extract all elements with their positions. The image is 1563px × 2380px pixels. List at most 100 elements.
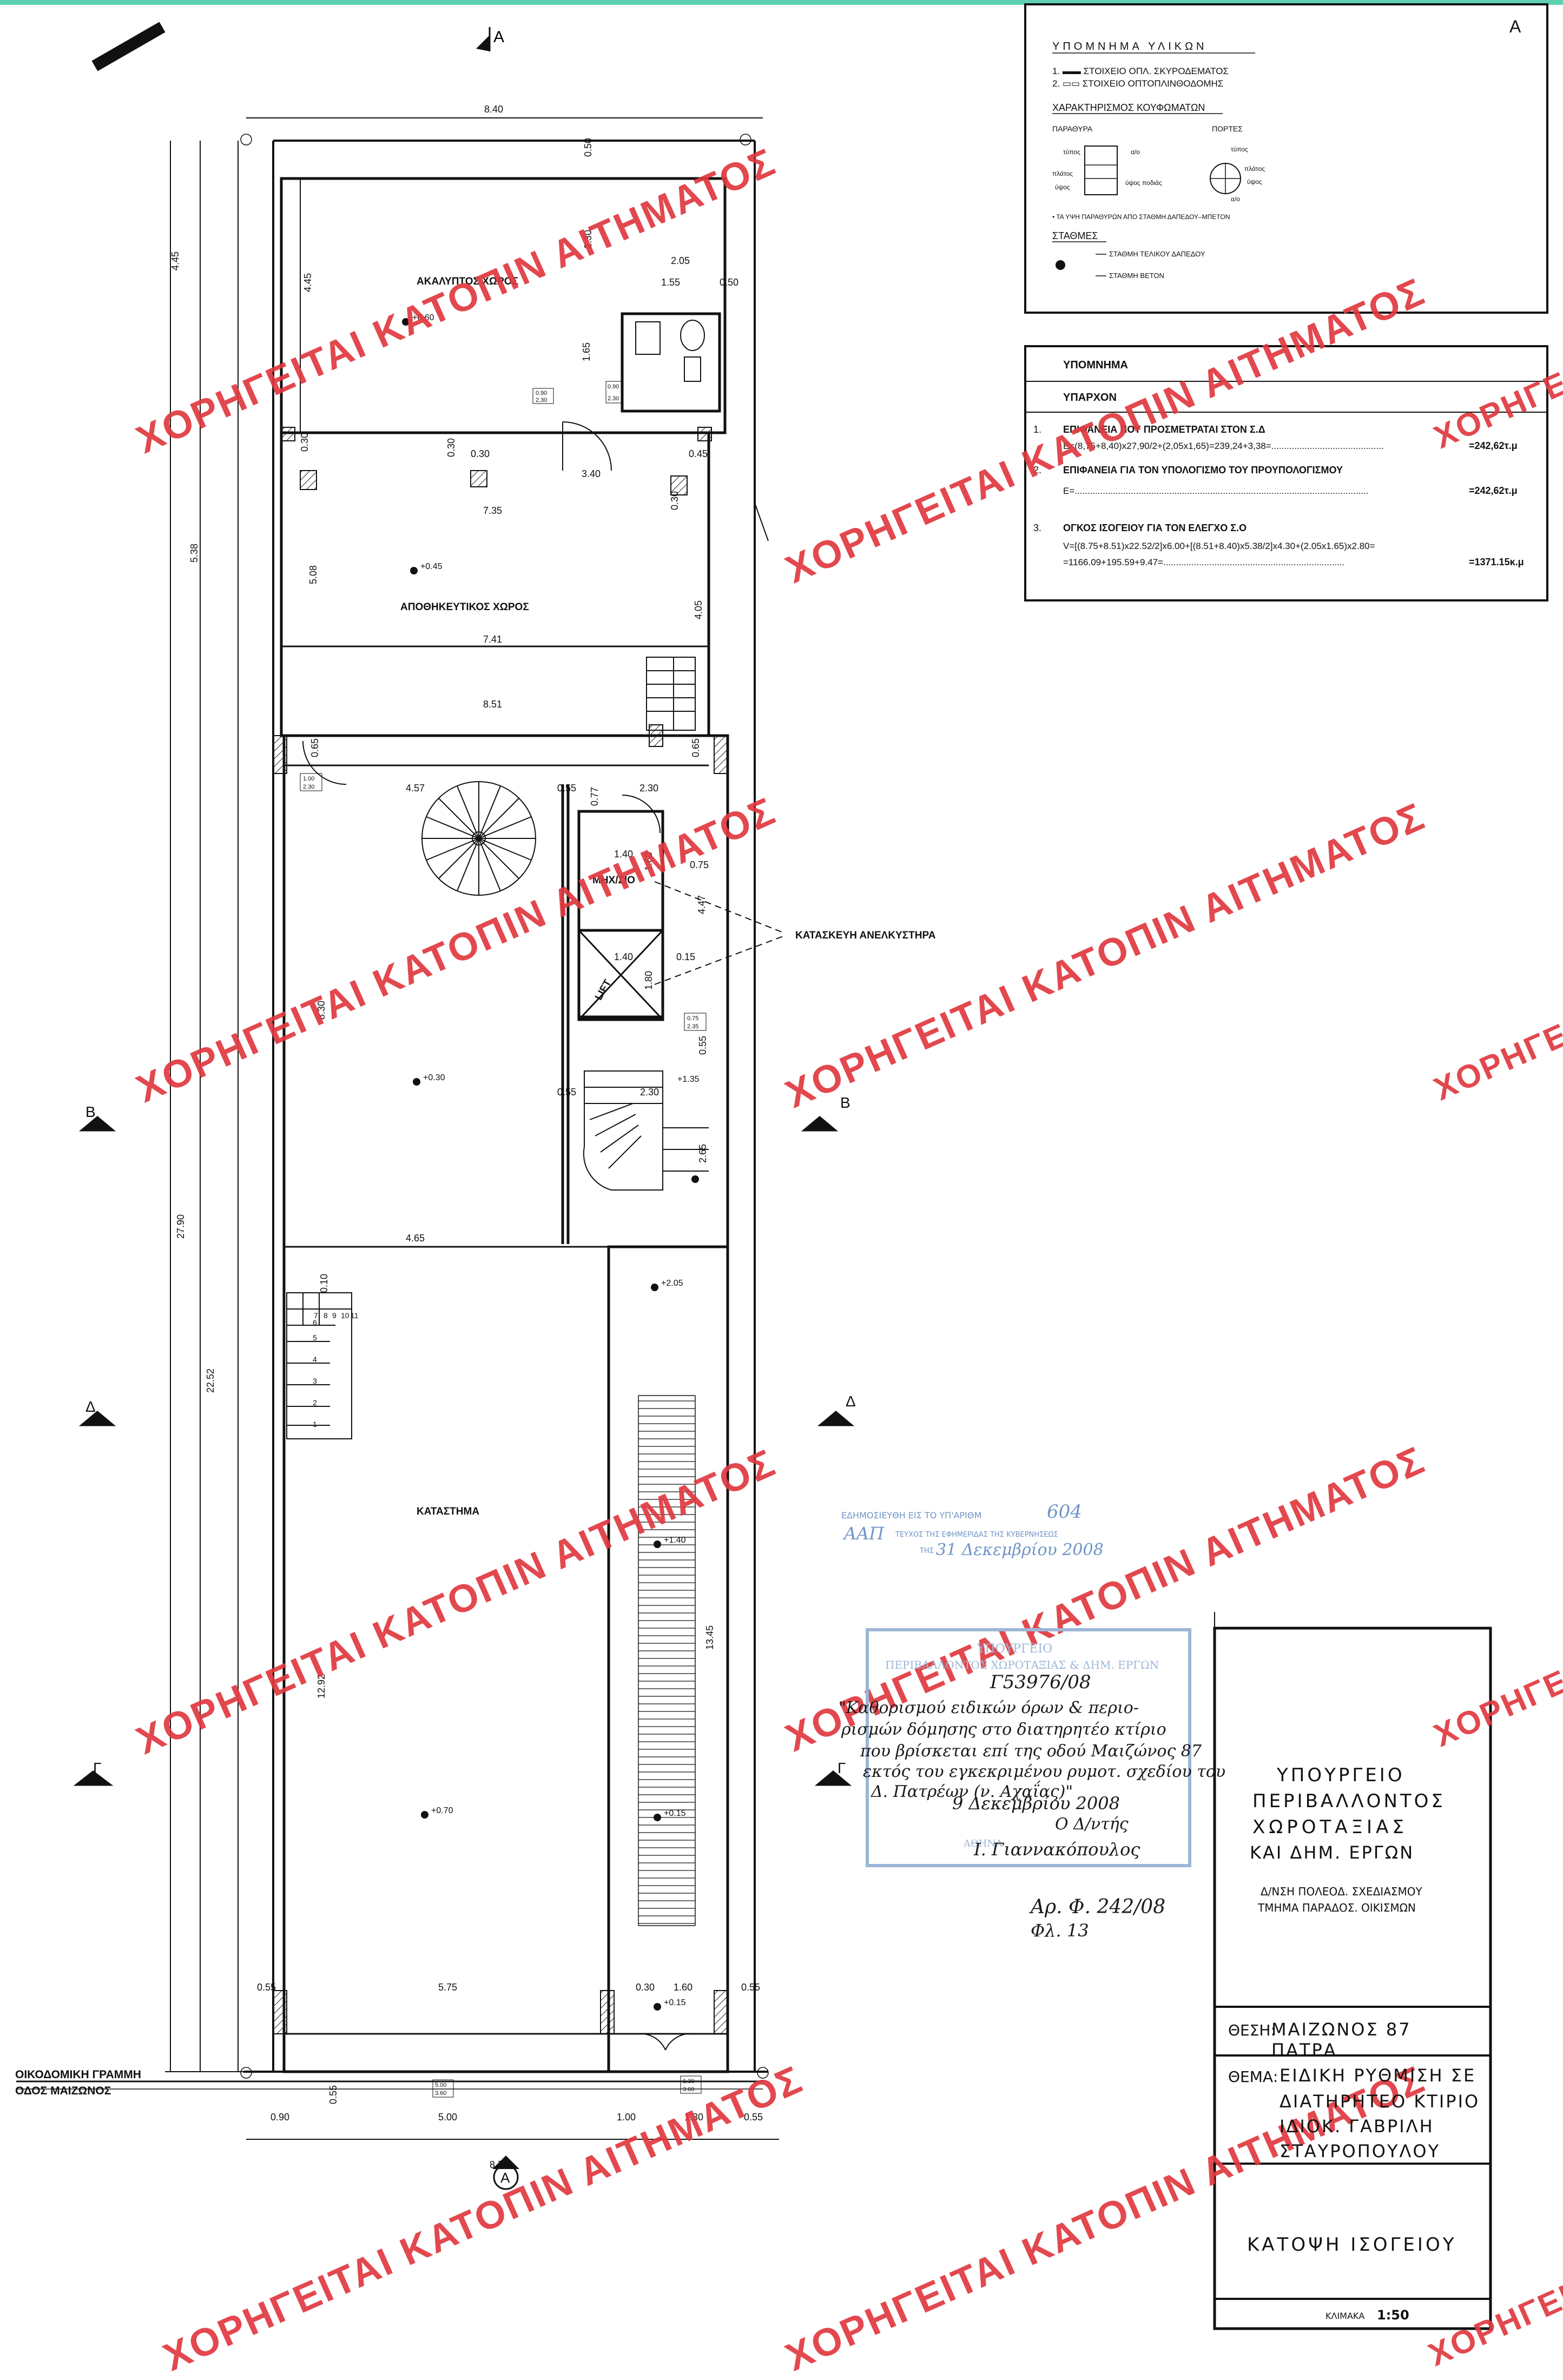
svg-text:Δ: Δ	[85, 1398, 96, 1415]
svg-text:1: 1	[313, 1420, 317, 1429]
svg-text:+0.70: +0.70	[431, 1806, 453, 1815]
handwritten-ref: Αρ. Φ. 242/08	[1031, 1896, 1166, 1918]
approval-ref: Γ53976/08	[990, 1671, 1091, 1693]
svg-text:1. ▬▬ ΣΤΟΙΧΕΙΟ ΟΠΛ. ΣΚΥΡΟΔΕΜΑΤ: 1. ▬▬ ΣΤΟΙΧΕΙΟ ΟΠΛ. ΣΚΥΡΟΔΕΜΑΤΟΣ	[1052, 66, 1229, 76]
svg-text:B: B	[85, 1103, 96, 1120]
svg-text:+0.30: +0.30	[423, 1073, 445, 1082]
svg-text:α/ο: α/ο	[1131, 148, 1140, 156]
svg-text:Ε=(8,75+8,40)x27,90/2+(2,05x1,: Ε=(8,75+8,40)x27,90/2+(2,05x1,65)=239,24…	[1063, 441, 1384, 451]
svg-text:0.45: 0.45	[689, 448, 708, 459]
svg-text:0.75: 0.75	[687, 1015, 698, 1022]
svg-text:+2.05: +2.05	[661, 1279, 683, 1288]
svg-text:0.75: 0.75	[690, 860, 709, 870]
svg-text:22.52: 22.52	[205, 1368, 216, 1393]
svg-text:A: A	[1509, 17, 1521, 36]
svg-text:3: 3	[313, 1377, 317, 1385]
svg-text:• ΤΑ ΥΨΗ ΠΑΡΑΘΥΡΩΝ ΑΠΟ ΣΤΑΘΜΗ: • ΤΑ ΥΨΗ ΠΑΡΑΘΥΡΩΝ ΑΠΟ ΣΤΑΘΜΗ ΔΑΠΕΔΟΥ–ΜΠ…	[1052, 213, 1230, 221]
svg-text:0.30: 0.30	[471, 448, 490, 459]
svg-text:ΠΟΡΤΕΣ: ΠΟΡΤΕΣ	[1212, 124, 1243, 133]
approval-date: 9 Δεκεμβρίου 2008	[952, 1793, 1120, 1814]
svg-text:ΥΠΑΡΧΟΝ: ΥΠΑΡΧΟΝ	[1063, 392, 1117, 404]
svg-text:πλάτος: πλάτος	[1244, 165, 1265, 173]
svg-text:1.00: 1.00	[303, 776, 314, 782]
svg-text:0.90: 0.90	[536, 390, 547, 396]
scan-top-edge	[0, 0, 1563, 5]
svg-text:2.05: 2.05	[671, 255, 690, 266]
materials-legend: A ΥΠΟΜΝΗΜΑ ΥΛΙΚΩΝ 1. ▬▬ ΣΤΟΙΧΕΙΟ ΟΠΛ. ΣΚ…	[1024, 3, 1548, 314]
drawing-title: ΚΑΤΟΨΗ ΙΣΟΓΕΙΟΥ	[1247, 2234, 1457, 2256]
svg-text:0.15: 0.15	[676, 951, 695, 962]
svg-text:2.30: 2.30	[583, 230, 593, 249]
svg-text:1.00: 1.00	[617, 2112, 636, 2123]
svg-text:+0.45: +0.45	[420, 562, 443, 571]
svg-text:+0.15: +0.15	[664, 1998, 686, 2007]
svg-text:+1.35: +1.35	[677, 1075, 700, 1084]
svg-text:ΠΑΡΑΘΥΡΑ: ΠΑΡΑΘΥΡΑ	[1052, 124, 1093, 133]
svg-text:0.55: 0.55	[744, 2112, 763, 2123]
svg-text:4.45: 4.45	[170, 252, 181, 270]
approval-text-line: Δ. Πατρέων (ν. Αχαΐας)"	[871, 1782, 1073, 1801]
svg-text:ΣΤΑΘΜΗ ΤΕΛΙΚΟΥ ΔΑΠΕΔΟΥ: ΣΤΑΘΜΗ ΤΕΛΙΚΟΥ ΔΑΠΕΔΟΥ	[1109, 250, 1205, 258]
svg-text:12.92: 12.92	[316, 1674, 327, 1698]
svg-text:2.: 2.	[1033, 465, 1041, 475]
svg-text:0.90: 0.90	[271, 2112, 289, 2123]
approval-stamp: ΥΠΟΥΡΓΕΙΟ ΠΕΡΙΒΑΛΛΟΝΤΟΣ ΧΩΡΟΤΑΞΙΑΣ & ΔΗΜ…	[866, 1628, 1191, 1867]
svg-text:4: 4	[313, 1355, 317, 1364]
svg-text:2.30: 2.30	[536, 397, 547, 404]
approval-signature: Ι. Γιαννακόπουλος	[974, 1839, 1140, 1860]
svg-text:2.30: 2.30	[639, 783, 658, 794]
svg-text:1.60: 1.60	[674, 1982, 693, 1993]
svg-text:A: A	[493, 28, 504, 46]
svg-text:πλάτος: πλάτος	[1052, 170, 1073, 177]
svg-text:4.57: 4.57	[406, 783, 425, 794]
svg-text:0.50: 0.50	[583, 138, 593, 157]
svg-text:1.65: 1.65	[581, 342, 592, 361]
svg-text:1.40: 1.40	[614, 951, 633, 962]
svg-text:0.50: 0.50	[720, 277, 738, 288]
svg-text:13.45: 13.45	[704, 1625, 715, 1650]
svg-text:0.30: 0.30	[669, 491, 680, 510]
svg-text:4.65: 4.65	[406, 1233, 425, 1244]
title-block	[1213, 1627, 1492, 2330]
svg-text:3.40: 3.40	[582, 468, 601, 479]
svg-text:0.55: 0.55	[697, 1036, 708, 1055]
svg-text:0.10: 0.10	[319, 1274, 329, 1293]
street-name-label: ΟΔΟΣ ΜΑΙΖΩΝΟΣ	[15, 2085, 111, 2097]
svg-text:5.00: 5.00	[438, 2112, 457, 2123]
svg-text:Γ: Γ	[837, 1760, 846, 1776]
svg-text:1.80: 1.80	[643, 971, 654, 990]
svg-text:τύπος: τύπος	[1063, 148, 1080, 156]
svg-text:2.35: 2.35	[687, 1023, 698, 1030]
room-label-open-space: ΑΚΑΛΥΠΤΟΣ ΧΩΡΟΣ	[417, 276, 518, 287]
section-mark-a-bottom	[492, 2156, 519, 2190]
svg-text:3.: 3.	[1033, 523, 1041, 533]
svg-text:5.00: 5.00	[435, 2082, 446, 2088]
approval-text-line: "Καθορισμού ειδικών όρων & περιο-	[839, 1698, 1139, 1717]
section-mark-a-top: A	[476, 27, 504, 51]
svg-text:0.55: 0.55	[328, 2085, 339, 2104]
svg-text:7.41: 7.41	[483, 634, 502, 645]
svg-text:7: 7	[314, 1311, 318, 1320]
elevator-note: ΚΑΤΑΣΚΕΥΗ ΑΝΕΛΚΥΣΤΗΡΑ	[795, 930, 936, 941]
svg-text:Γ: Γ	[93, 1760, 101, 1776]
svg-text:10: 10	[341, 1311, 349, 1320]
svg-text:5.75: 5.75	[438, 1982, 457, 1993]
svg-text:1.55: 1.55	[661, 277, 680, 288]
svg-text:0.90: 0.90	[608, 384, 619, 390]
scale-value: 1:50	[1377, 2308, 1409, 2323]
svg-text:4.05: 4.05	[693, 600, 704, 619]
svg-text:2.30: 2.30	[608, 395, 619, 402]
svg-text:2.65: 2.65	[697, 1144, 708, 1163]
svg-text:0.30: 0.30	[636, 1982, 655, 1993]
svg-text:0.55: 0.55	[557, 1087, 576, 1098]
approval-director: Ο Δ/ντής	[1055, 1815, 1129, 1834]
room-label-storage: ΑΠΟΘΗΚΕΥΤΙΚΟΣ ΧΩΡΟΣ	[400, 601, 529, 613]
svg-text:Δ: Δ	[846, 1393, 856, 1410]
approval-text-line: που βρίσκεται επί της οδού Μαιζώνος 87	[860, 1742, 1202, 1761]
svg-text:ΥΠΟΜΝΗΜΑ: ΥΠΟΜΝΗΜΑ	[1063, 359, 1128, 371]
svg-text:2.30: 2.30	[640, 1087, 659, 1098]
dim-bottom-width: 8.75	[490, 2159, 509, 2170]
svg-text:0.77: 0.77	[589, 787, 600, 806]
